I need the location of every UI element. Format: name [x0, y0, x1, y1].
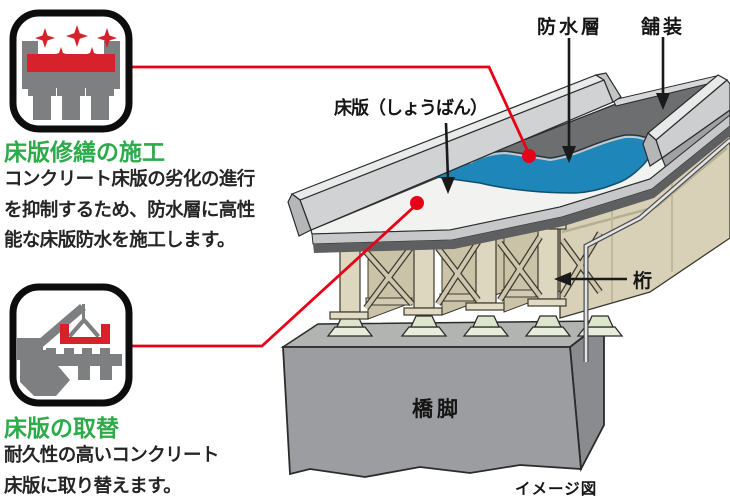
girder-label: 桁 [633, 271, 653, 292]
panel-title-repair: 床版修繕の施工 [4, 139, 165, 165]
deck-replacement-crane-icon [8, 282, 134, 408]
pier-block [280, 319, 607, 478]
panel-text-replacement: 耐久性の高いコンクリート 床版に取り替えます。 [4, 444, 219, 496]
deck-slab-label: 床版（しょうばん） [334, 98, 488, 118]
cross-bracing [363, 231, 603, 310]
panel-text-repair: コンクリート床版の劣化の進行 を抑制するため、防水層に高性 能な床版防水を施工し… [4, 168, 255, 250]
waterproof-layer-label: 防水層 [537, 17, 604, 38]
deck-waterproofing-icon [8, 8, 134, 134]
panel-title-replacement: 床版の取替 [4, 415, 119, 441]
pavement-label: 舗装 [641, 17, 686, 38]
front-curb [642, 74, 730, 169]
pavement-surface [469, 78, 720, 164]
slab-front-rim [311, 114, 730, 253]
connector-lines [128, 65, 536, 348]
drain-pipe [583, 138, 730, 362]
sparkle-icons [35, 25, 117, 63]
left-barrier-wall [287, 72, 622, 237]
pier-label: 橋脚 [412, 398, 462, 421]
label-arrows [441, 37, 670, 286]
image-caption: イメージ図 [515, 481, 598, 498]
